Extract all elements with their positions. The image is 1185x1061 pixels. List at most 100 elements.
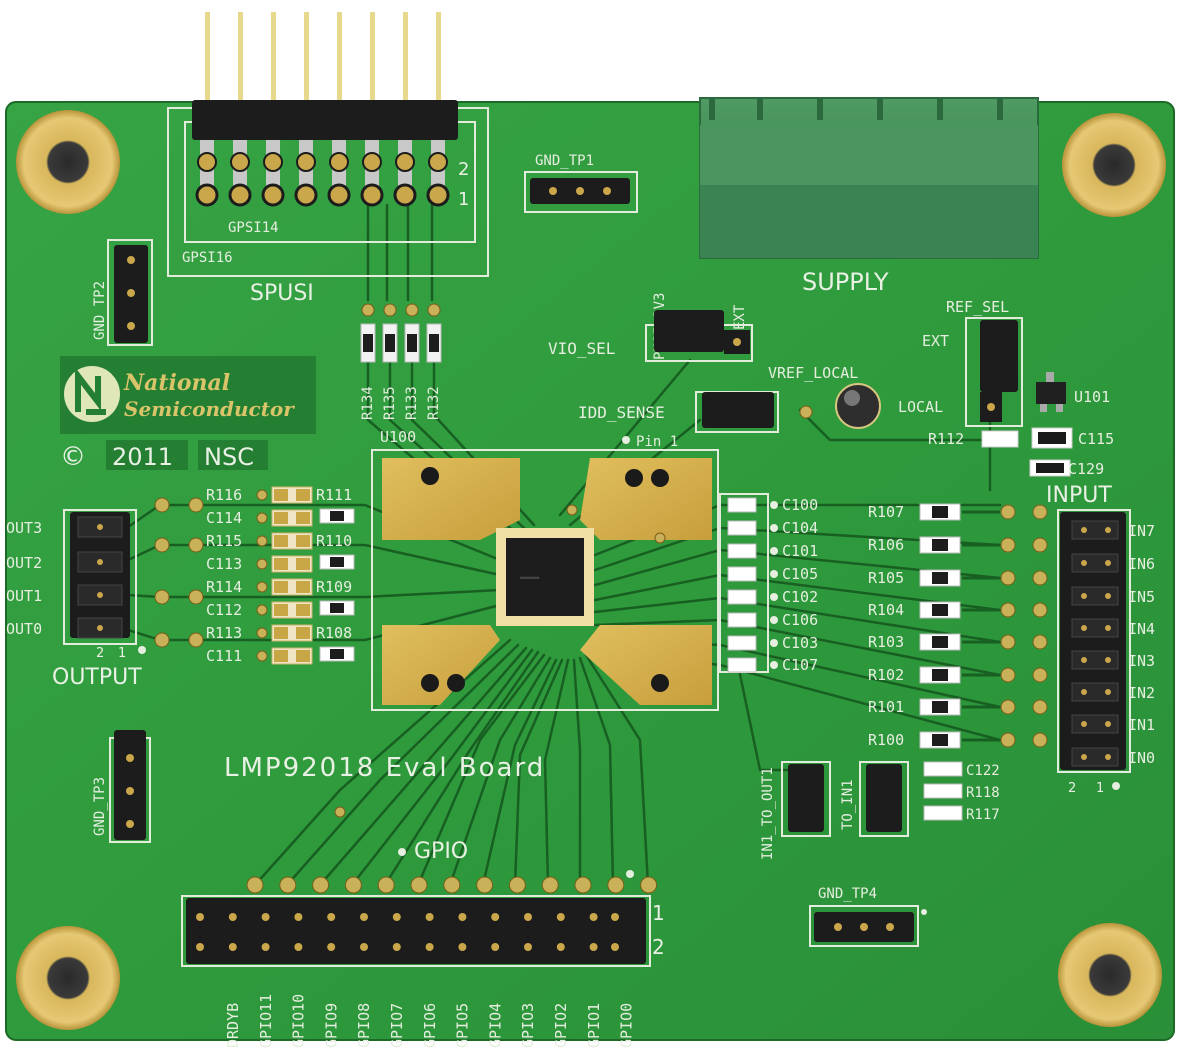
part-r113: R113 — [206, 624, 242, 642]
spusi-header: GPSI14 GPSI16 SPUSI 2 1 — [167, 12, 489, 306]
gnd-tp4: GND_TP4 — [809, 886, 927, 947]
vio-sel-label: VIO_SEL — [548, 339, 615, 358]
part-r111: R111 — [316, 486, 352, 504]
output-pin2-label: 2 — [96, 646, 104, 661]
part-c103: C103 — [782, 634, 818, 652]
c115-label: C115 — [1078, 430, 1114, 448]
gpio-pin-label-gpio5: GPIO5 — [454, 1003, 472, 1048]
output-header — [70, 512, 130, 638]
input-header — [1060, 512, 1126, 770]
output-label: OUTPUT — [52, 665, 142, 690]
part-r104: R104 — [868, 601, 904, 619]
r133-label: R133 — [404, 386, 420, 420]
u100-area: U100 ▬▬▬▬ — [371, 428, 719, 711]
mounting-holes — [16, 110, 1166, 1030]
ref-sel-jumper — [980, 320, 1018, 392]
maker-label: NSC — [204, 443, 254, 471]
gpio-pin-label-gpio1: GPIO1 — [585, 1003, 603, 1048]
gpio-pin-label-gpio3: GPIO3 — [519, 1003, 537, 1048]
in1-to-out1-jumper — [788, 764, 824, 832]
part-r106: R106 — [868, 536, 904, 554]
ref-passives: R112 C115 C129 — [928, 427, 1114, 478]
gnd-tp4-label: GND_TP4 — [818, 886, 877, 902]
part-c104: C104 — [782, 519, 818, 537]
ref-sel-label: REF_SEL — [946, 298, 1009, 316]
gpio-pin-label-gpio0: GPIO0 — [618, 1003, 636, 1048]
output-pin1-label: 1 — [118, 646, 126, 661]
c122-label: C122 — [966, 763, 1000, 779]
input-label-in0: IN0 — [1128, 749, 1155, 767]
r135-label: R135 — [382, 386, 398, 420]
input-label: INPUT — [1046, 483, 1112, 508]
output-label-out0: OUT0 — [6, 620, 42, 638]
part-r114: R114 — [206, 578, 242, 596]
part-r116: R116 — [206, 486, 242, 504]
part-r115: R115 — [206, 532, 242, 550]
input-label-in7: IN7 — [1128, 522, 1155, 540]
supply-terminal: SUPPLY — [699, 97, 1039, 296]
part-r103: R103 — [868, 633, 904, 651]
input-label-in2: IN2 — [1128, 684, 1155, 702]
part-c107: C107 — [782, 656, 818, 674]
spusi-pin2-label: 2 — [458, 159, 469, 180]
output-label-out1: OUT1 — [6, 587, 42, 605]
part-c111: C111 — [206, 647, 242, 665]
part-c100: C100 — [782, 496, 818, 514]
ext-vio-label: EXT — [732, 304, 748, 330]
output-label-out3: OUT3 — [6, 519, 42, 537]
part-c106: C106 — [782, 611, 818, 629]
spusi-resistors: R134 R135 R133 R132 — [360, 303, 442, 420]
gpsi16-label: GPSI16 — [182, 250, 233, 266]
vio-sel: PUSI_3V3 EXT VIO_SEL — [548, 293, 753, 362]
mount-hole-top-right — [1062, 113, 1166, 217]
gpio-pin-label-gpio9: GPIO9 — [322, 1003, 340, 1048]
part-r105: R105 — [868, 569, 904, 587]
gnd-tp1: GND_TP1 — [524, 153, 638, 213]
u101: U101 — [1036, 372, 1110, 412]
gpio-pin-label-gpio11: GPIO11 — [257, 994, 275, 1048]
idd-sense-jumper — [702, 392, 774, 428]
gpio-pin-label-gpio10: GPIO10 — [290, 994, 308, 1048]
part-r101: R101 — [868, 698, 904, 716]
u101-chip — [1036, 382, 1066, 404]
svg-text:▬▬▬▬: ▬▬▬▬ — [520, 573, 539, 582]
copyright-mark: © — [60, 442, 86, 472]
r112-label: R112 — [928, 430, 964, 448]
input-label-in5: IN5 — [1128, 588, 1155, 606]
part-r110: R110 — [316, 532, 352, 550]
output-label-out2: OUT2 — [6, 554, 42, 572]
vio-sel-jumper — [654, 310, 724, 352]
gnd-tp2-label: GND_TP2 — [92, 281, 108, 340]
spusi-pins — [205, 12, 441, 102]
gpsi14-label: GPSI14 — [228, 220, 279, 236]
vref-local: VREF_LOCAL — [768, 364, 881, 429]
national-logo: National Semiconductor © 2011 NSC — [60, 356, 316, 472]
input-label-in6: IN6 — [1128, 555, 1155, 573]
to-in1-jumper — [866, 764, 902, 832]
r134-label: R134 — [360, 386, 376, 420]
mount-hole-bottom-right — [1058, 923, 1162, 1027]
part-c101: C101 — [782, 542, 818, 560]
part-r108: R108 — [316, 624, 352, 642]
logo-national: National — [123, 370, 230, 396]
ext-ref-label: EXT — [922, 332, 949, 350]
vref-local-label: VREF_LOCAL — [768, 364, 858, 382]
gpio-pin1-label: 1 — [652, 901, 665, 925]
logo-semiconductor: Semiconductor — [124, 397, 295, 421]
input-label-in3: IN3 — [1128, 652, 1155, 670]
gpio-pin2-label: 2 — [652, 935, 665, 959]
to-in1-label: TO_IN1 — [840, 779, 856, 830]
part-c114: C114 — [206, 509, 242, 527]
spusi-pads — [195, 140, 450, 207]
part-c113: C113 — [206, 555, 242, 573]
part-c102: C102 — [782, 588, 818, 606]
gpio-header — [186, 898, 646, 964]
r118-label: R118 — [966, 785, 1000, 801]
gnd-tp2: GND_TP2 — [92, 239, 153, 346]
r132-label: R132 — [426, 386, 442, 420]
gpio-label: GPIO — [414, 839, 468, 864]
